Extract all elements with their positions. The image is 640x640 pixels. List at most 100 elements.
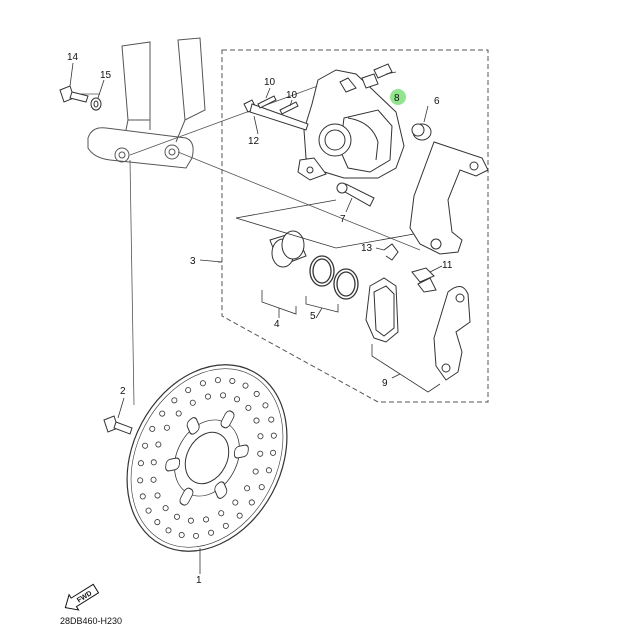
disc-slot xyxy=(220,410,235,429)
callout-12: 12 xyxy=(248,136,260,147)
washer xyxy=(90,97,102,111)
disc-hole xyxy=(154,519,161,526)
disc-hole xyxy=(204,393,211,400)
callout-14: 14 xyxy=(67,52,79,63)
caliper-bolt xyxy=(243,99,309,131)
disc-hole xyxy=(220,392,227,399)
callout-10a: 10 xyxy=(264,77,276,88)
disc-hole xyxy=(187,517,194,524)
disc-hole xyxy=(199,380,206,387)
disc-hole xyxy=(268,416,275,423)
disc-hole xyxy=(185,387,192,394)
fork-leg xyxy=(87,37,206,169)
disc-hole xyxy=(208,529,215,536)
disc-hole xyxy=(162,505,169,512)
disc-hole xyxy=(137,460,144,467)
fork-bolt xyxy=(59,85,89,103)
piston xyxy=(269,230,307,268)
disc-hole xyxy=(244,485,251,492)
boot xyxy=(411,123,432,141)
disc-hole xyxy=(175,410,182,417)
fwd-arrow-icon: FWD xyxy=(64,583,100,611)
disc-hole xyxy=(137,477,144,484)
callout-4: 4 xyxy=(274,319,280,330)
disc-hole xyxy=(245,404,252,411)
disc-hole xyxy=(257,433,264,440)
disc-hole xyxy=(257,450,264,457)
disc-hole xyxy=(139,493,146,500)
disc-hole xyxy=(229,377,236,384)
highlight-marker xyxy=(390,89,406,105)
caliper-body xyxy=(297,69,405,181)
brake-disc xyxy=(126,364,288,552)
guide-lines xyxy=(66,79,421,406)
caliper-bracket xyxy=(409,141,489,255)
disc-slot xyxy=(233,444,249,459)
bleed-screw xyxy=(361,63,393,89)
pad-clips xyxy=(411,267,437,293)
disc-bolt xyxy=(103,415,133,435)
disc-hole xyxy=(248,499,255,506)
callout-1: 1 xyxy=(196,575,202,586)
disc-hole xyxy=(253,390,260,397)
disc-hole xyxy=(262,402,269,409)
fwd-label: FWD xyxy=(76,590,93,604)
piston-seals xyxy=(309,255,359,300)
callout-5: 5 xyxy=(310,311,316,322)
slide-pin xyxy=(336,182,375,207)
disc-hole xyxy=(142,442,149,449)
callout-2: 2 xyxy=(120,386,126,397)
callout-3: 3 xyxy=(190,256,196,267)
group-brackets xyxy=(218,199,441,393)
disc-hole xyxy=(252,468,259,475)
disc-hole xyxy=(178,532,185,539)
callout-13: 13 xyxy=(361,243,373,254)
callout-15: 15 xyxy=(100,70,112,81)
pad-spring xyxy=(383,243,399,261)
caliper-assembly-box xyxy=(221,49,489,403)
disc-hole xyxy=(234,396,241,403)
disc-hole xyxy=(154,492,161,499)
diagram-code: 28DB460-H230 xyxy=(60,616,122,626)
disc-hole xyxy=(155,441,162,448)
disc-hole xyxy=(193,532,200,539)
disc-slot xyxy=(186,417,200,435)
disc-hole xyxy=(163,424,170,431)
disc-slot xyxy=(214,481,228,499)
disc-hole xyxy=(189,399,196,406)
callout-6: 6 xyxy=(434,96,440,107)
disc-hole xyxy=(203,516,210,523)
callout-10b: 10 xyxy=(286,90,298,101)
disc-hole xyxy=(150,459,157,466)
disc-hole xyxy=(242,382,249,389)
callout-11: 11 xyxy=(442,260,453,271)
callout-9: 9 xyxy=(382,378,388,389)
disc-hole xyxy=(265,467,272,474)
disc-hole xyxy=(218,510,225,517)
leader-lines xyxy=(69,62,443,574)
pad-pins xyxy=(257,95,299,115)
disc-slot xyxy=(165,457,181,472)
disc-holes xyxy=(137,377,277,539)
disc-hole xyxy=(270,449,277,456)
disc-hole xyxy=(253,417,260,424)
disc-hole xyxy=(270,432,277,439)
disc-hole xyxy=(149,425,156,432)
disc-hole xyxy=(232,499,239,506)
disc-hole xyxy=(171,397,178,404)
disc-hole xyxy=(145,507,152,514)
callout-7: 7 xyxy=(340,214,346,225)
disc-hole xyxy=(165,527,172,534)
disc-hole xyxy=(214,377,221,384)
disc-hole xyxy=(222,522,229,529)
disc-hole xyxy=(173,513,180,520)
disc-slots xyxy=(165,410,249,506)
brake-pads xyxy=(365,277,471,381)
disc-hole xyxy=(258,484,265,491)
disc-hole xyxy=(150,476,157,483)
disc-slot xyxy=(179,487,194,506)
disc-hole xyxy=(159,410,166,417)
disc-hole xyxy=(236,512,243,519)
callout-8: 8 xyxy=(394,93,400,104)
